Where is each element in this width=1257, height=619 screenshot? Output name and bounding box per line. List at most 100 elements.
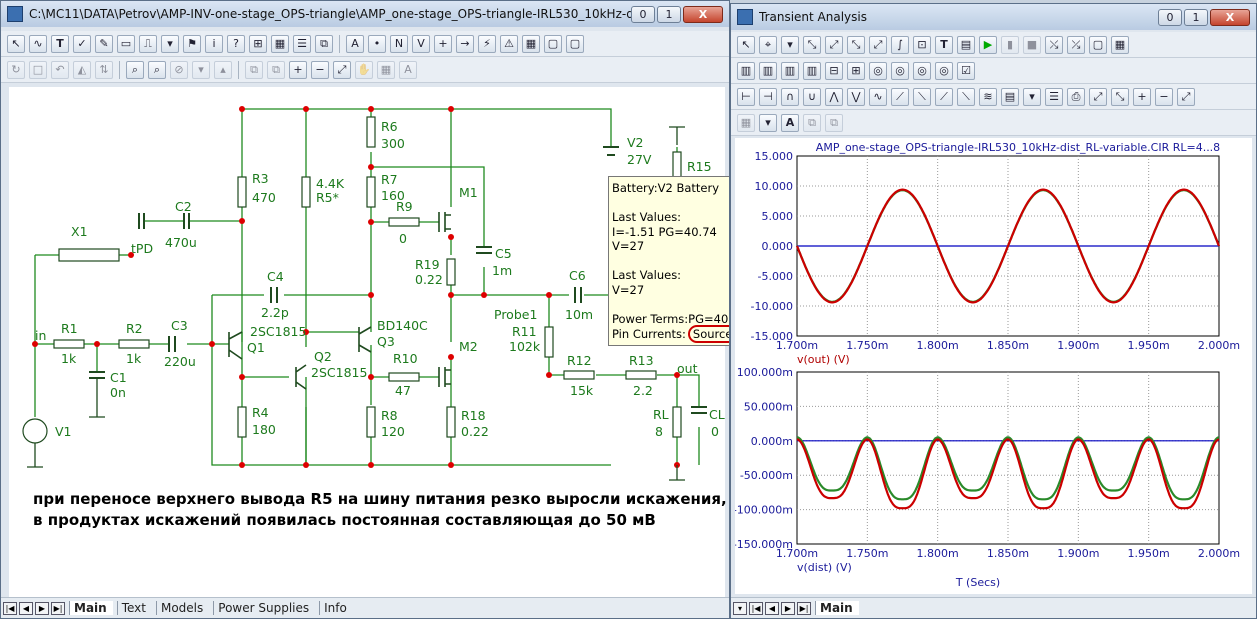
dropdown-icon[interactable]: ▾ [781, 35, 799, 54]
tab-power-supplies[interactable]: Power Supplies [213, 601, 315, 615]
undo-icon[interactable]: ↶ [51, 60, 69, 79]
maximize-button[interactable]: 1 [1184, 8, 1208, 26]
zoom-fit-icon[interactable]: ⤢ [333, 60, 351, 79]
pen-icon[interactable]: ✎ [95, 34, 113, 53]
run-icon[interactable]: ▶ [979, 35, 997, 54]
tab-prev-button[interactable]: ◀ [19, 601, 33, 615]
zoom-in-icon[interactable]: + [1133, 87, 1151, 106]
show-text-icon[interactable]: A [346, 34, 364, 53]
show-values-icon[interactable]: V [412, 34, 430, 53]
tab-first-button[interactable]: |◀ [749, 601, 763, 615]
schematic-titlebar[interactable]: C:\MC11\DATA\Petrov\AMP-INV-one-stage_OP… [1, 1, 729, 27]
tracker-icon[interactable]: ◎ [891, 61, 909, 80]
stop-icon[interactable]: ■ [1023, 35, 1041, 54]
R7-resistor[interactable] [366, 176, 376, 208]
zoom-fit-icon[interactable]: ⤢ [1177, 87, 1195, 106]
list-icon[interactable]: ☰ [1045, 87, 1063, 106]
copy-icon[interactable]: ⧉ [245, 60, 263, 79]
font-icon[interactable]: A [399, 60, 417, 79]
zoom-in-icon[interactable]: + [289, 60, 307, 79]
settings-icon[interactable]: ☑ [957, 61, 975, 80]
tracker-icon[interactable]: ◎ [869, 61, 887, 80]
format-icon[interactable]: ▥ [781, 61, 799, 80]
stack-icon[interactable]: ▤ [1001, 87, 1019, 106]
zoom-out-icon[interactable]: − [311, 60, 329, 79]
rotate-icon[interactable]: ↻ [7, 60, 25, 79]
flag-icon[interactable]: ⚑ [183, 34, 201, 53]
print-icon[interactable]: ⎙ [1067, 87, 1085, 106]
zoom-out-icon[interactable]: − [1155, 87, 1173, 106]
hand-icon[interactable]: ✋ [355, 60, 373, 79]
paste-icon[interactable]: ⧉ [825, 113, 843, 132]
point-icon[interactable]: ⊡ [913, 35, 931, 54]
find-icon[interactable]: ⌕ [126, 60, 144, 79]
plot-icon[interactable]: ∫ [891, 35, 909, 54]
R4-resistor[interactable] [237, 406, 247, 438]
find-next-icon[interactable]: ⌕ [148, 60, 166, 79]
properties-icon[interactable]: ▤ [957, 35, 975, 54]
wire-icon[interactable]: ∿ [29, 34, 47, 53]
page-icon[interactable]: ▢ [544, 34, 562, 53]
grid-icon[interactable]: ▦ [377, 60, 395, 79]
R5-resistor[interactable] [301, 176, 311, 208]
help-icon[interactable]: ? [227, 34, 245, 53]
R1-resistor[interactable] [53, 339, 85, 349]
minimize-button[interactable]: 0 [631, 5, 655, 23]
pause-icon[interactable]: ▮ [1001, 35, 1019, 54]
maximize-button[interactable]: 1 [657, 5, 681, 23]
text-icon[interactable]: T [935, 35, 953, 54]
R13-resistor[interactable] [625, 370, 657, 380]
R10-resistor[interactable] [388, 372, 420, 382]
list-icon[interactable]: ☰ [293, 34, 311, 53]
grid-icon[interactable]: ▦ [271, 34, 289, 53]
probe-icon[interactable]: ✓ [73, 34, 91, 53]
low-icon[interactable]: ⋁ [847, 87, 865, 106]
fit-icon[interactable]: ⤡ [1111, 87, 1129, 106]
RL-resistor[interactable] [672, 406, 682, 438]
slope-icon[interactable]: ⟋ [935, 87, 953, 106]
menu-icon[interactable]: ▦ [522, 34, 540, 53]
high-icon[interactable]: ⋀ [825, 87, 843, 106]
tab-menu-button[interactable]: ▾ [733, 601, 747, 615]
R15-resistor[interactable] [672, 151, 682, 178]
tab-next-button[interactable]: ▶ [35, 601, 49, 615]
tab-next-button[interactable]: ▶ [781, 601, 795, 615]
format-icon[interactable]: ▥ [759, 61, 777, 80]
grid-minor-icon[interactable]: ⊞ [847, 61, 865, 80]
show-power-icon[interactable]: ⚡ [478, 34, 496, 53]
show-pins-icon[interactable]: + [434, 34, 452, 53]
V1-source[interactable] [22, 418, 48, 444]
tab-main[interactable]: Main [69, 601, 113, 615]
slope-icon[interactable]: ≋ [979, 87, 997, 106]
slope-icon[interactable]: ⟍ [957, 87, 975, 106]
R8-resistor[interactable] [366, 406, 376, 438]
dropdown-icon[interactable]: ▾ [161, 34, 179, 53]
font-icon[interactable]: A [781, 113, 799, 132]
grid-icon[interactable]: ▦ [1111, 35, 1129, 54]
format-icon[interactable]: ▥ [737, 61, 755, 80]
cursor-icon[interactable]: ⌖ [759, 35, 777, 54]
schematic-canvas[interactable]: R3 470 4.4K R5* R6 300 R7 160 R9 0 M1 V2… [9, 87, 725, 597]
dropdown-icon[interactable]: ▾ [759, 113, 777, 132]
component-icon[interactable]: ⎍ [139, 34, 157, 53]
warning-icon[interactable]: ⚠ [500, 34, 518, 53]
grid-lines-icon[interactable]: ⊟ [825, 61, 843, 80]
R12-resistor[interactable] [563, 370, 595, 380]
page-icon[interactable]: ▢ [566, 34, 584, 53]
tab-models[interactable]: Models [155, 601, 209, 615]
info-icon[interactable]: i [205, 34, 223, 53]
valley-icon[interactable]: ∪ [803, 87, 821, 106]
frame-icon[interactable]: ▢ [1089, 35, 1107, 54]
tab-last-button[interactable]: ▶| [797, 601, 811, 615]
tracker-icon[interactable]: ◎ [935, 61, 953, 80]
show-currents-icon[interactable]: → [456, 34, 474, 53]
tracker-icon[interactable]: ◎ [913, 61, 931, 80]
scale-icon[interactable]: ⤢ [869, 35, 887, 54]
peak-icon[interactable]: ∩ [781, 87, 799, 106]
up-icon[interactable]: ▴ [214, 60, 232, 79]
dropdown-icon[interactable]: ▾ [1023, 87, 1041, 106]
slope-icon[interactable]: ⟋ [891, 87, 909, 106]
R3-resistor[interactable] [237, 176, 247, 208]
close-button[interactable]: X [683, 5, 723, 23]
